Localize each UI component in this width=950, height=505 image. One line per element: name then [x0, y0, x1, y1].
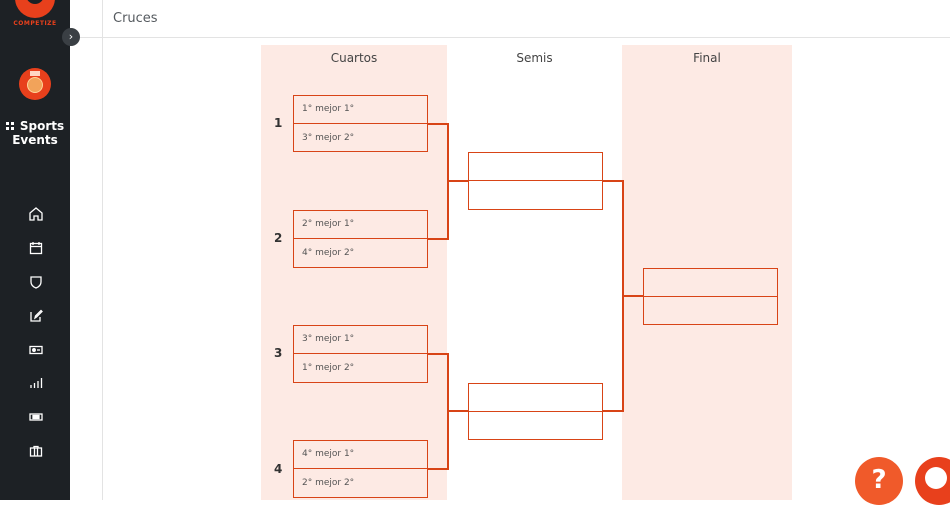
chat-icon [925, 467, 947, 489]
quarterfinal-match-4[interactable]: 4° mejor 1° 2° mejor 2° [293, 440, 428, 498]
bracket-connector [622, 295, 643, 297]
section-label: Sports Events [12, 119, 65, 147]
match-slot: 2° mejor 2° [302, 478, 355, 488]
bracket-connector [428, 468, 449, 470]
calendar-icon[interactable] [28, 240, 44, 256]
help-button[interactable]: ? [855, 457, 903, 505]
match-slot: 3° mejor 2° [302, 132, 355, 143]
home-icon[interactable] [28, 206, 44, 222]
match-slot [469, 412, 602, 440]
match-slot [644, 297, 777, 325]
match-number: 1 [274, 116, 283, 130]
bracket-connector [447, 410, 468, 412]
grid-icon [5, 122, 15, 131]
match-slot [469, 153, 602, 181]
shield-icon[interactable] [28, 274, 44, 290]
logo-text: COMPETIZE [13, 20, 57, 27]
match-slot: 1° mejor 1° [294, 96, 427, 124]
column-final [622, 45, 792, 500]
round-header-final: Final [693, 51, 721, 65]
sidebar: COMPETIZE Sports Events [0, 0, 70, 500]
briefcase-icon[interactable] [28, 443, 44, 459]
match-slot: 2° mejor 1° [294, 211, 427, 239]
medal-ribbon [30, 71, 40, 76]
edit-icon[interactable] [28, 308, 44, 324]
bracket-connector [428, 353, 449, 355]
semifinal-match-1[interactable] [468, 152, 603, 210]
medal-center [27, 77, 43, 93]
collapse-sidebar-button[interactable]: › [62, 28, 80, 46]
semifinal-match-2[interactable] [468, 383, 603, 440]
quarterfinal-match-2[interactable]: 2° mejor 1° 4° mejor 2° [293, 210, 428, 268]
match-number: 4 [274, 462, 283, 476]
final-match[interactable] [643, 268, 778, 325]
column-cuartos [261, 45, 447, 500]
bracket-connector [603, 410, 624, 412]
round-header-semis: Semis [516, 51, 553, 65]
ticket-icon[interactable] [28, 409, 44, 425]
match-number: 2 [274, 231, 283, 245]
logo-center [26, 0, 44, 4]
quarterfinal-match-1[interactable]: 1° mejor 1° 3° mejor 2° [293, 95, 428, 152]
match-slot: 4° mejor 2° [302, 248, 355, 258]
match-slot [469, 384, 602, 412]
money-icon[interactable] [28, 342, 44, 358]
bracket-connector [428, 238, 449, 240]
bar-chart-icon[interactable] [28, 375, 44, 391]
match-slot [644, 269, 777, 297]
round-header-cuartos: Cuartos [330, 51, 378, 65]
match-number: 3 [274, 346, 283, 360]
quarterfinal-match-3[interactable]: 3° mejor 1° 1° mejor 2° [293, 325, 428, 383]
match-slot: 3° mejor 1° [294, 326, 427, 354]
bracket-connector [447, 180, 468, 182]
content-divider [102, 0, 103, 500]
match-slot [469, 181, 602, 209]
bracket-connector [603, 180, 624, 182]
bracket-connector [428, 123, 449, 125]
match-slot: 1° mejor 2° [302, 363, 355, 373]
match-slot: 4° mejor 1° [294, 441, 427, 469]
top-bar [70, 0, 950, 38]
section-sports-events[interactable]: Sports Events [0, 119, 70, 147]
chat-button[interactable] [915, 457, 950, 505]
competize-logo[interactable] [15, 0, 55, 18]
page-title: Cruces [113, 11, 158, 26]
medal-icon[interactable] [19, 68, 51, 100]
